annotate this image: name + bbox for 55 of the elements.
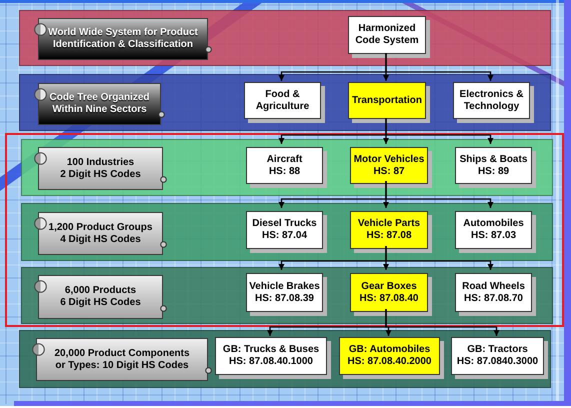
level-title: 6,000 Products	[64, 285, 136, 297]
connector-arrow	[385, 309, 500, 336]
level-title: 20,000 Product Components or Types: 10 Digit HS Codes	[53, 348, 191, 372]
hs-code-text: HS: 87.0840.3000	[456, 356, 538, 368]
level-title: World Wide System for Product Identification & Classification	[47, 27, 199, 51]
connector-arrow	[385, 53, 494, 81]
hs-code-text: HS: 87.08.40.2000	[348, 356, 432, 368]
level-subtitle: 6 Digit HS Codes	[60, 297, 141, 309]
category-title: GB: Tractors	[467, 344, 528, 356]
hs-code-text: HS: 88	[268, 166, 300, 178]
category-title: Motor Vehicles	[354, 154, 424, 166]
level-label-panel	[38, 212, 163, 255]
category-title: Electronics & Technology	[458, 88, 524, 112]
hs-code-text: HS: 87.08.40	[360, 292, 418, 304]
highlight-frame	[5, 133, 564, 327]
level-label-panel	[38, 147, 163, 190]
category-title: Gear Boxes	[361, 280, 417, 292]
category-title: Food & Agriculture	[254, 88, 310, 112]
level-title: 1,200 Product Groups	[48, 222, 152, 234]
category-title: Automobiles	[463, 218, 524, 230]
hs-code-text: HS: 87.03	[470, 230, 516, 242]
row-band	[21, 267, 553, 324]
category-title: GB: Automobiles	[348, 344, 430, 356]
level-label-panel	[38, 83, 161, 125]
level-title: 100 Industries	[66, 156, 134, 168]
hs-code-text: HS: 87.08.39	[255, 292, 314, 304]
category-title: GB: Trucks & Buses	[222, 344, 320, 356]
level-title: Code Tree Organized Within Nine Sectors	[48, 92, 151, 116]
hs-code-text: HS: 87.08.40.1000	[229, 356, 313, 368]
row-band	[19, 74, 551, 131]
category-title: Aircraft	[266, 154, 302, 166]
row-band	[19, 330, 551, 388]
hs-code-text: HS: 87.04	[262, 230, 308, 242]
connector-arrow	[385, 118, 494, 144]
level-label-panel	[38, 275, 163, 319]
connector-arrow	[385, 181, 494, 208]
level-subtitle: 4 Digit HS Codes	[60, 234, 141, 246]
level-subtitle: 2 Digit HS Codes	[60, 168, 141, 180]
level-label-panel	[38, 18, 208, 60]
hs-code-text: HS: 87	[373, 166, 405, 178]
category-title: Diesel Trucks	[252, 218, 317, 230]
category-title: Transportation	[352, 94, 422, 106]
category-title: Ships & Boats	[460, 154, 528, 166]
hs-code-text: HS: 89	[478, 166, 510, 178]
row-band	[21, 203, 553, 261]
category-title: Road Wheels	[462, 280, 525, 292]
hs-code-text: HS: 87.08	[366, 230, 412, 242]
connector-arrow	[385, 246, 494, 270]
category-title: Vehicle Parts	[358, 218, 420, 230]
category-title: Harmonized Code System	[354, 23, 420, 47]
row-band	[19, 10, 551, 66]
level-label-panel	[36, 338, 208, 381]
row-band	[21, 139, 553, 196]
hs-code-text: HS: 87.08.70	[464, 292, 523, 304]
category-title: Vehicle Brakes	[249, 280, 320, 292]
